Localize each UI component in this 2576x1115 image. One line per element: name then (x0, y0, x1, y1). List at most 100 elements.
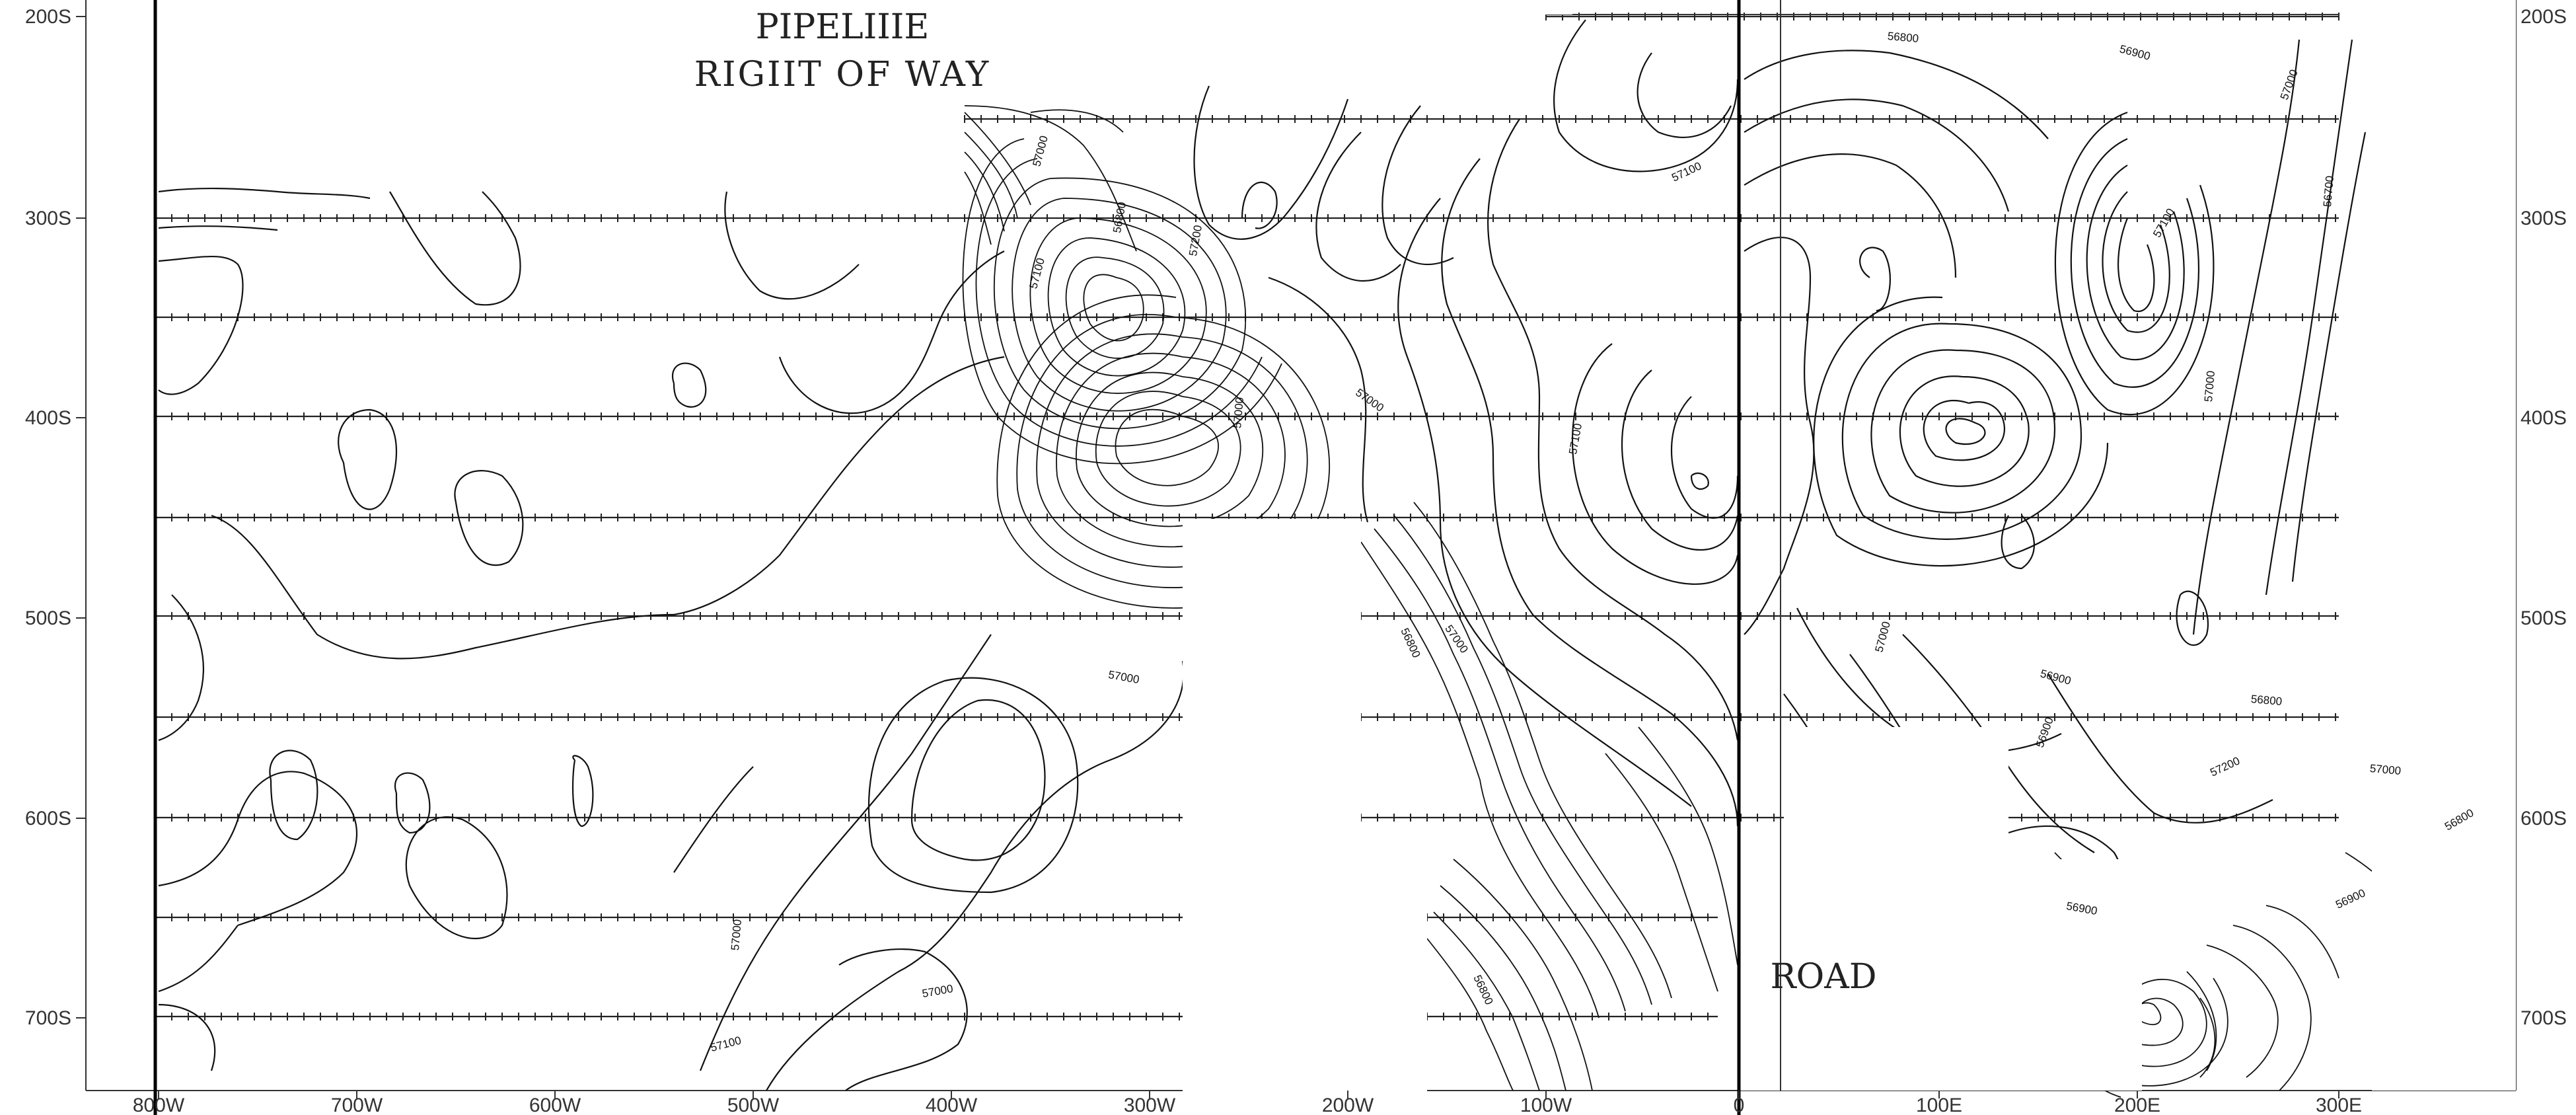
contour-line (158, 771, 358, 927)
contour-value-label: 56800 (1887, 30, 1919, 45)
unsurveyed-areas (912, 0, 2516, 1104)
blank-patch (1361, 912, 1427, 1104)
contour-line (1841, 323, 2082, 540)
contour-line (867, 677, 1079, 894)
contour-line (1315, 132, 1401, 282)
contour-line (1744, 237, 1815, 635)
contour-line (2199, 997, 2216, 1078)
contour-line (2232, 925, 2312, 1091)
y-tick-label: 200S (2521, 6, 2567, 28)
y-tick-label: 300S (25, 208, 71, 229)
contour-line (724, 191, 860, 300)
contour-line (454, 470, 524, 566)
contour-line (910, 699, 1046, 861)
y-tick-label: 600S (25, 808, 71, 829)
contour-line (269, 750, 318, 841)
contour-value-label: 57000 (1107, 668, 1140, 686)
y-tick-label: 500S (2521, 607, 2567, 629)
road-blank-area (1739, 859, 2142, 1091)
contour-line (405, 816, 508, 940)
contour-line (2291, 132, 2367, 582)
contour-line (2265, 905, 2339, 979)
contour-value-label: 57100 (1027, 256, 1047, 290)
contour-line (2265, 39, 2353, 596)
contour-line (1487, 118, 1739, 741)
east-blank-area (2458, 780, 2516, 1091)
contour-labels: 5680056900570005710057000568005710057200… (709, 30, 2476, 1054)
contour-line (1012, 198, 1227, 412)
contour-line (394, 772, 431, 834)
contour-line (158, 925, 239, 993)
y-tick-label: 500S (25, 607, 71, 629)
contour-line (673, 766, 754, 873)
contour-line (1605, 753, 1718, 992)
contour-line (1030, 109, 1124, 133)
contour-line (1413, 502, 1672, 999)
contour-value-label: 56900 (2334, 886, 2367, 911)
contour-line (1690, 472, 1709, 490)
contour-line (964, 112, 1031, 206)
contour-line (964, 105, 1137, 252)
contour-line (2054, 111, 2215, 416)
contour-line (1036, 333, 1308, 568)
contour-line (1899, 375, 2030, 487)
contour-line (964, 132, 1018, 219)
contour-line (1360, 541, 1600, 1019)
contour-value-label: 57100 (2151, 206, 2177, 239)
contour-line (2176, 590, 2209, 646)
contour-line (993, 177, 1247, 430)
contour-line (2186, 971, 2217, 1071)
contour-value-label: 56800 (1111, 201, 1128, 234)
contour-line (2192, 39, 2300, 635)
contour-line (964, 171, 992, 245)
contour-line (2047, 673, 2273, 824)
contour-line (1744, 153, 1957, 278)
y-tick-label: 300S (2521, 208, 2567, 229)
blank-patch (1183, 519, 1361, 1100)
contour-value-label: 56900 (2034, 716, 2056, 750)
contour-line (1440, 885, 1566, 1091)
contour-line (1029, 217, 1207, 395)
contour-line (778, 250, 1005, 414)
contour-line (975, 158, 1263, 447)
contour-line (338, 408, 398, 510)
contour-line (1945, 418, 1986, 445)
contour-line (699, 634, 992, 1071)
contour-line (1671, 396, 1739, 519)
contour-line (1095, 391, 1241, 507)
contour-value-label: 57000 (2278, 68, 2300, 102)
contour-line (1083, 274, 1144, 342)
contour-value-label: 56800 (1471, 973, 1495, 1007)
contour-value-label: 57000 (1872, 620, 1893, 654)
contour-value-label: 57000 (1353, 386, 1386, 414)
contour-value-label: 57000 (2369, 762, 2402, 777)
contour-line (1744, 98, 2010, 212)
contour-line (1241, 181, 1278, 229)
contour-line (211, 356, 1005, 660)
contour-line (571, 755, 594, 827)
contour-value-label: 56900 (2039, 667, 2073, 687)
contour-line (158, 594, 204, 742)
contour-line (158, 225, 278, 231)
contour-line (1065, 256, 1165, 359)
contour-line (158, 187, 371, 200)
contour-line (1621, 369, 1739, 551)
contour-line (838, 948, 968, 1091)
contour-line (1923, 399, 2006, 461)
contour-line (2102, 191, 2170, 333)
contour-line (1870, 349, 2056, 514)
road-label: ROAD (1770, 957, 1876, 997)
contour-line (1374, 528, 1626, 1012)
contour-line (2001, 515, 2036, 570)
contour-line (1193, 85, 1349, 240)
contour-field (158, 19, 2458, 1098)
contour-line (1056, 352, 1286, 548)
contour-value-label: 57100 (1670, 159, 1703, 184)
contour-line (1859, 247, 1891, 312)
contour-line (1638, 726, 1738, 966)
x-tick-label: 0 (1734, 1095, 1745, 1115)
y-tick-label: 600S (2521, 808, 2567, 829)
